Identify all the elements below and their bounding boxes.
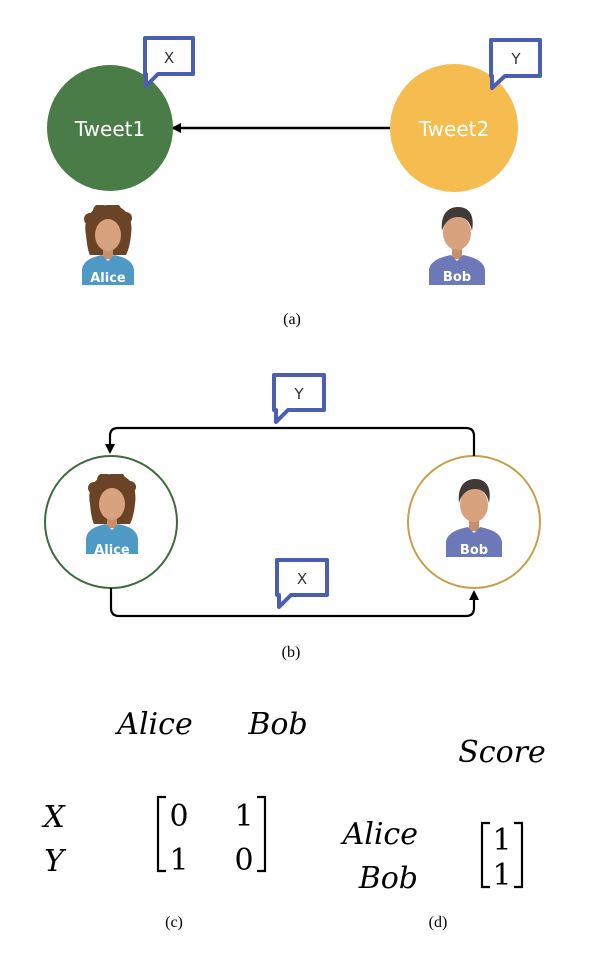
- tweet2-bubble-text: Y: [510, 50, 521, 68]
- score-row-header-bob: Bob: [358, 861, 418, 896]
- vector-cell: 1: [492, 858, 511, 893]
- bottom-bubble-text: X: [297, 570, 307, 588]
- alice-avatar-label-b: Alice: [94, 543, 130, 558]
- matrix-cell: 1: [169, 843, 188, 878]
- panel-b: Y X Alice Bob (b): [44, 373, 541, 661]
- tweet2-speech-bubble-icon: Y: [489, 38, 542, 90]
- bob-avatar-label-b: Bob: [460, 543, 488, 558]
- tweet1-speech-bubble-icon: X: [143, 36, 195, 88]
- score-header: Score: [458, 735, 546, 770]
- vector-left-bracket: [480, 821, 490, 889]
- matrix-cell: 0: [234, 843, 253, 878]
- matrix-left-bracket: [156, 795, 166, 873]
- edge-alice-to-bob: [109, 588, 479, 618]
- tweet2-label: Tweet2: [418, 117, 489, 141]
- caption-c: (c): [165, 914, 183, 931]
- alice-avatar-icon-b: Alice: [86, 474, 138, 558]
- bottom-speech-bubble-icon: X: [275, 558, 329, 609]
- panel-c: Alice Bob X Y 0 1 1 0 (c): [41, 707, 307, 931]
- matrix-cell: 1: [234, 799, 253, 834]
- panel-a: Tweet1 X Tweet2 Y Alice Bob (a): [47, 36, 542, 328]
- caption-d: (d): [429, 914, 448, 931]
- top-speech-bubble-icon: Y: [272, 373, 326, 424]
- tweet1-label: Tweet1: [74, 117, 145, 141]
- bob-avatar-label: Bob: [443, 270, 471, 285]
- matrix-cell: 0: [169, 799, 188, 834]
- caption-a: (a): [283, 311, 301, 328]
- alice-avatar-label: Alice: [90, 271, 126, 286]
- tweet1-bubble-text: X: [164, 49, 174, 67]
- bob-avatar-icon-b: Bob: [446, 479, 502, 558]
- caption-b: (b): [282, 644, 301, 661]
- matrix-row-header-x: X: [41, 800, 66, 835]
- tweet2-node: [390, 64, 518, 192]
- bob-avatar-icon: Bob: [429, 207, 485, 285]
- alice-avatar-icon: Alice: [82, 205, 134, 286]
- vector-cell: 1: [492, 823, 511, 858]
- tweet1-node: [47, 65, 173, 191]
- matrix-col-header-alice: Alice: [114, 707, 192, 742]
- matrix-right-bracket: [257, 795, 267, 873]
- panel-d: Score Alice Bob 1 1 (d): [340, 735, 546, 931]
- matrix-row-header-y: Y: [44, 844, 67, 879]
- edge-bob-to-alice: [105, 426, 476, 456]
- matrix-col-header-bob: Bob: [247, 707, 307, 742]
- vector-right-bracket: [514, 821, 524, 889]
- score-row-header-alice: Alice: [340, 817, 418, 852]
- top-bubble-text: Y: [293, 385, 304, 403]
